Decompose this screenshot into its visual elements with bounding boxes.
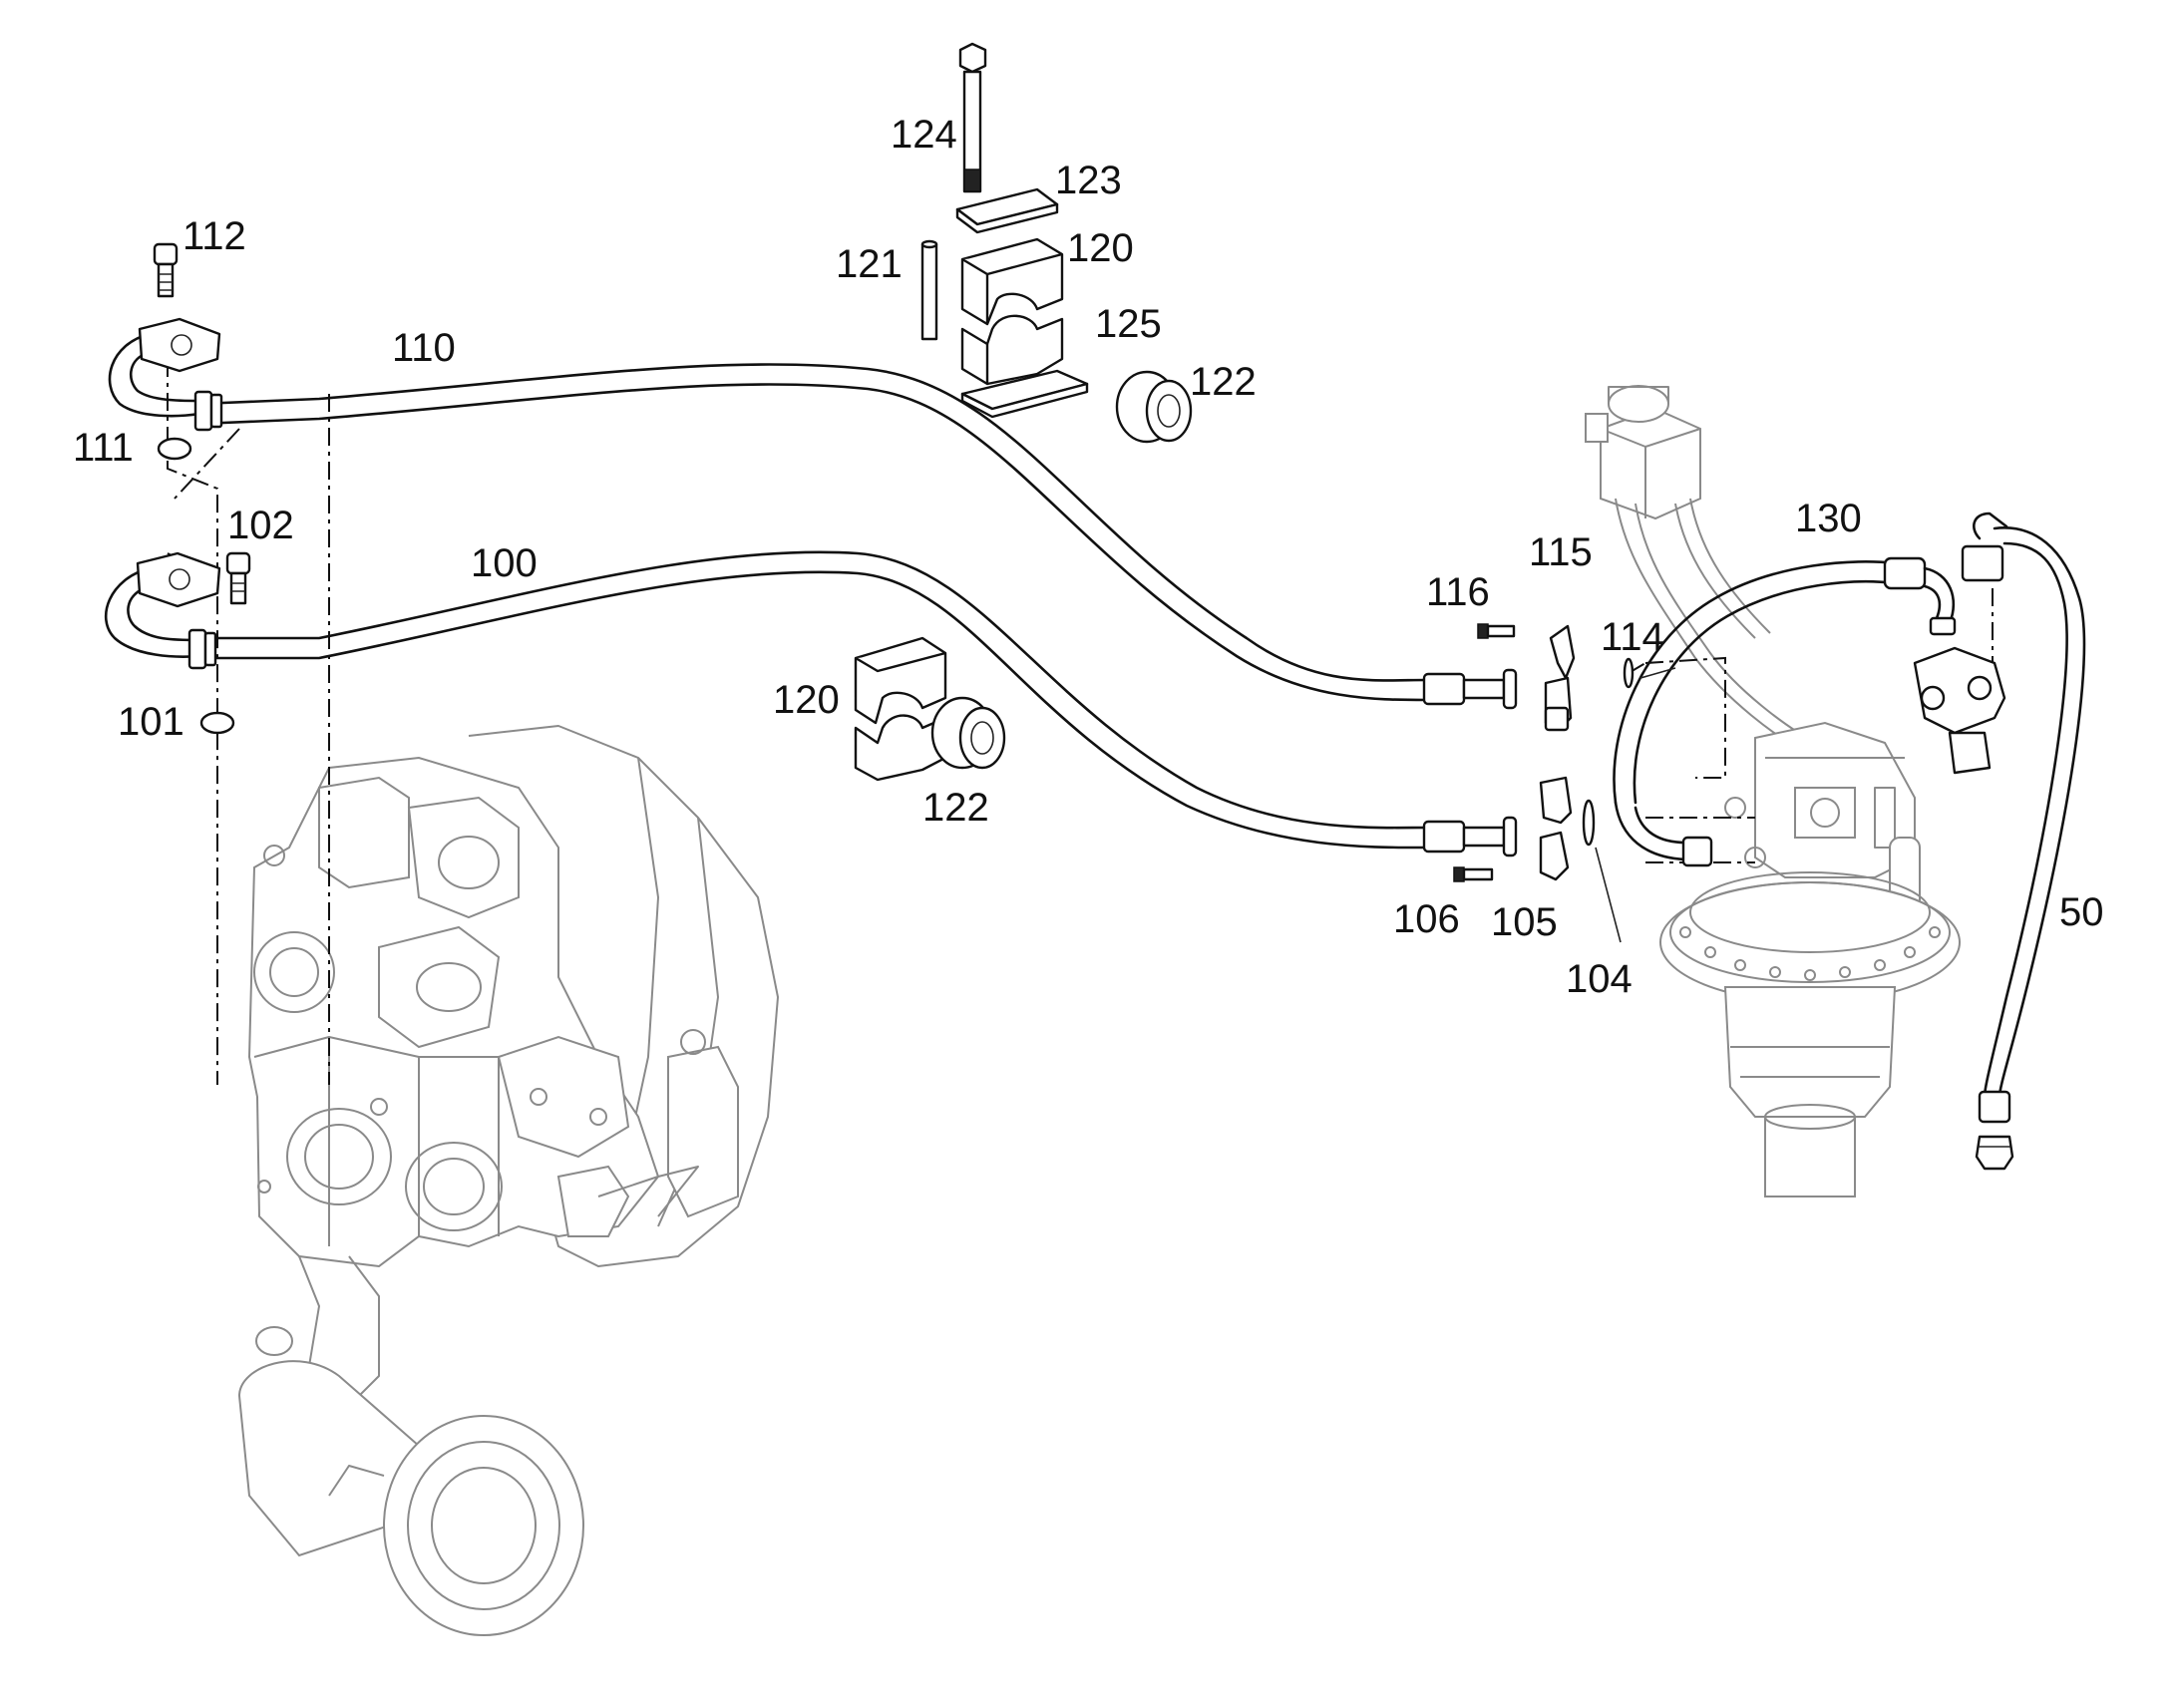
label-122-top: 122 [1190, 360, 1257, 404]
screw-102 [225, 551, 251, 605]
bolt-106 [1453, 866, 1494, 882]
tee-fitting [1913, 646, 2006, 735]
label-104: 104 [1566, 957, 1633, 1001]
hose-50 [1913, 512, 2086, 1171]
callout-labels: 124 123 121 120 125 122 112 110 111 102 … [73, 113, 2104, 1001]
clamp-halves-120-lower [854, 636, 947, 782]
hose-110 [108, 317, 1518, 710]
bolt-116 [1477, 623, 1516, 639]
flange-bolts [1679, 926, 1941, 981]
o-ring-114 [1623, 657, 1635, 689]
label-110: 110 [392, 326, 456, 370]
label-112: 112 [182, 214, 246, 258]
hose-100-flange [136, 551, 221, 608]
hose-110-flange [138, 317, 221, 373]
o-ring-101 [199, 711, 235, 735]
pump-transmission-assembly [237, 725, 779, 1636]
adapter-fitting [1975, 1135, 2014, 1171]
travel-motor-assembly [1585, 385, 1961, 1197]
clamp-halves-120-top [960, 237, 1064, 386]
hose-130 [1613, 556, 1957, 867]
label-115: 115 [1529, 530, 1593, 574]
bolt-124 [958, 42, 987, 193]
label-106: 106 [1393, 897, 1460, 941]
o-ring-111 [157, 437, 192, 461]
label-122-lower: 122 [922, 786, 989, 830]
label-120-top: 120 [1067, 226, 1134, 270]
half-flange-115 [1549, 624, 1576, 680]
label-114: 114 [1601, 615, 1664, 659]
grommet-122-top [1115, 370, 1193, 444]
label-102: 102 [227, 504, 294, 547]
hose-110-ferrule-left [193, 390, 213, 432]
label-124: 124 [891, 113, 957, 157]
label-101: 101 [118, 700, 184, 744]
hose-100 [104, 550, 1518, 857]
label-121: 121 [836, 242, 903, 286]
half-flange-105 [1539, 776, 1573, 825]
grommet-122-lower [930, 696, 1006, 770]
label-125: 125 [1095, 302, 1162, 346]
label-120-lower: 120 [773, 678, 840, 722]
label-111: 111 [73, 426, 134, 470]
label-116: 116 [1426, 570, 1490, 614]
label-50: 50 [2059, 890, 2104, 934]
screw-112 [153, 242, 179, 298]
label-105: 105 [1491, 900, 1558, 944]
label-100: 100 [471, 541, 538, 585]
o-ring-104 [1582, 799, 1596, 847]
label-123: 123 [1055, 159, 1122, 202]
label-130: 130 [1795, 497, 1862, 540]
hose-110-ferrule-right [1422, 672, 1466, 706]
pin-121 [920, 239, 938, 341]
